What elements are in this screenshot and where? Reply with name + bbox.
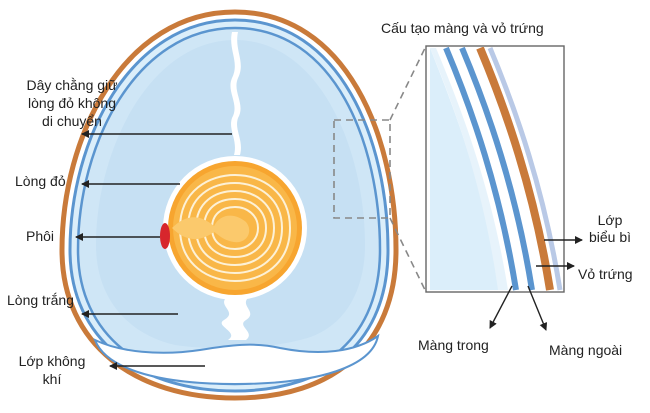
- label-air-cell: Lớp không khí: [6, 352, 98, 388]
- label-chalaza: Dây chằng giữ lòng đỏ không di chuyển: [2, 76, 142, 130]
- label-shell: Vỏ trứng: [578, 266, 633, 282]
- label-albumen: Lòng trắng: [7, 292, 74, 308]
- label-yolk: Lòng đỏ: [15, 173, 66, 189]
- label-chalaza-line-3: di chuyển: [42, 113, 102, 129]
- label-chalaza-line-1: Dây chằng giữ: [26, 77, 118, 93]
- zoom-source-box: [333, 119, 391, 219]
- air-cell: [93, 333, 380, 386]
- label-outer-membrane: Màng ngoài: [549, 342, 623, 358]
- label-inner-membrane: Màng trong: [418, 337, 489, 353]
- chalaza-top: [230, 32, 241, 155]
- label-embryo: Phôi: [26, 228, 55, 244]
- arrow-outer-membrane: [527, 285, 548, 331]
- yolk: [163, 156, 307, 300]
- label-cuticle-line-2: biểu bì: [588, 229, 632, 245]
- magnified-shell-panel: [425, 45, 565, 293]
- chalaza-bottom: [221, 298, 251, 340]
- panel-title: Cấu tạo màng và vỏ trứng: [381, 20, 544, 36]
- label-air-cell-line-1: Lớp không: [18, 353, 86, 369]
- zoom-line-bottom: [389, 217, 427, 293]
- zoom-line-top: [389, 45, 427, 121]
- embryo: [160, 223, 170, 249]
- label-air-cell-line-2: khí: [42, 371, 62, 387]
- label-cuticle-line-1: Lớp: [597, 212, 623, 228]
- label-cuticle: Lớp biểu bì: [578, 212, 642, 246]
- arrow-inner-membrane: [489, 285, 513, 329]
- label-chalaza-line-2: lòng đỏ không: [28, 95, 116, 111]
